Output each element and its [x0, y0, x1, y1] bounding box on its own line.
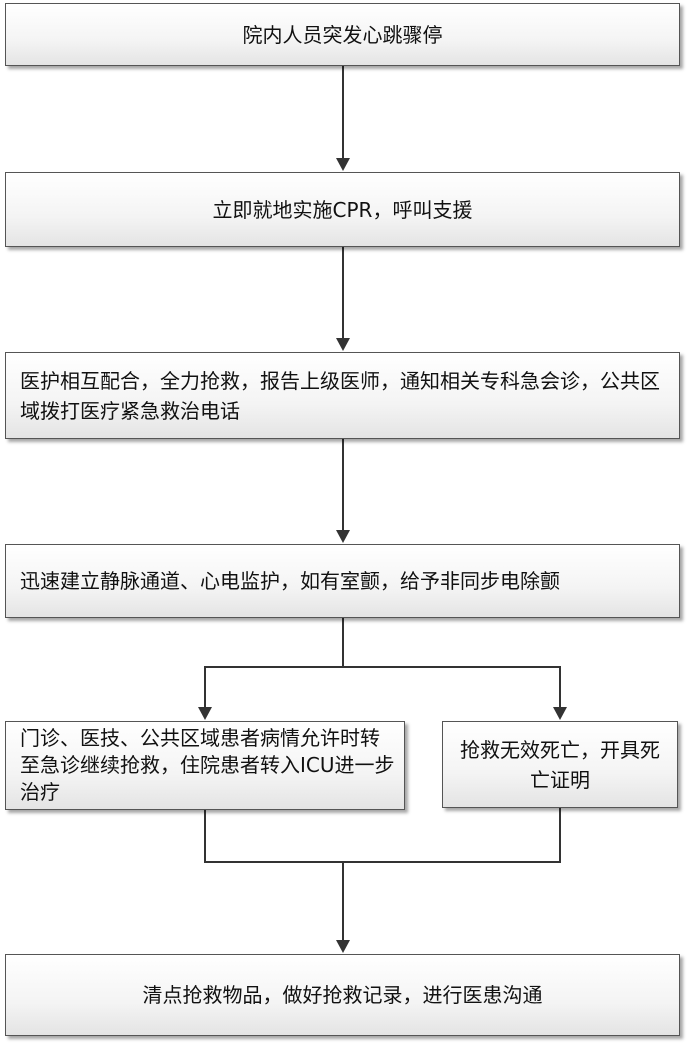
arrowhead — [336, 940, 350, 953]
branch-split-line — [204, 618, 344, 710]
branch-split-line-right — [343, 666, 561, 710]
node-iv-monitor-text: 迅速建立静脉通道、心电监护，如有室颤，给予非同步电除颤 — [20, 569, 560, 593]
node-cpr-text: 立即就地实施CPR，呼叫支援 — [212, 197, 473, 222]
node-start-text: 院内人员突发心跳骤停 — [242, 22, 443, 47]
node-transfer-text: 门诊、医技、公共区域患者病情允许时转至急诊继续抢救，住院患者转入ICU进一步治疗 — [20, 726, 395, 804]
arrowhead — [553, 707, 567, 720]
arrowhead — [336, 338, 350, 351]
arrowhead — [336, 158, 350, 171]
merge-line-left — [204, 810, 343, 863]
node-transfer: 门诊、医技、公共区域患者病情允许时转至急诊继续抢救，住院患者转入ICU进一步治疗 — [5, 721, 405, 810]
node-teamwork-text: 医护相互配合，全力抢救，报告上级医师，通知相关专科急会诊，公共区域拨打医疗紧急救… — [20, 368, 660, 423]
node-teamwork: 医护相互配合，全力抢救，报告上级医师，通知相关专科急会诊，公共区域拨打医疗紧急救… — [5, 352, 680, 439]
merge-line-right — [343, 808, 561, 863]
node-iv-monitor: 迅速建立静脉通道、心电监护，如有室颤，给予非同步电除颤 — [5, 544, 680, 618]
arrowhead — [198, 707, 212, 720]
node-cpr: 立即就地实施CPR，呼叫支援 — [5, 172, 680, 247]
arrowhead — [336, 530, 350, 543]
node-death-text: 抢救无效死亡，开具死亡证明 — [460, 737, 660, 792]
node-cleanup: 清点抢救物品，做好抢救记录，进行医患沟通 — [5, 954, 680, 1036]
node-cleanup-text: 清点抢救物品，做好抢救记录，进行医患沟通 — [142, 983, 543, 1007]
node-death: 抢救无效死亡，开具死亡证明 — [442, 721, 678, 808]
node-start: 院内人员突发心跳骤停 — [5, 3, 680, 66]
